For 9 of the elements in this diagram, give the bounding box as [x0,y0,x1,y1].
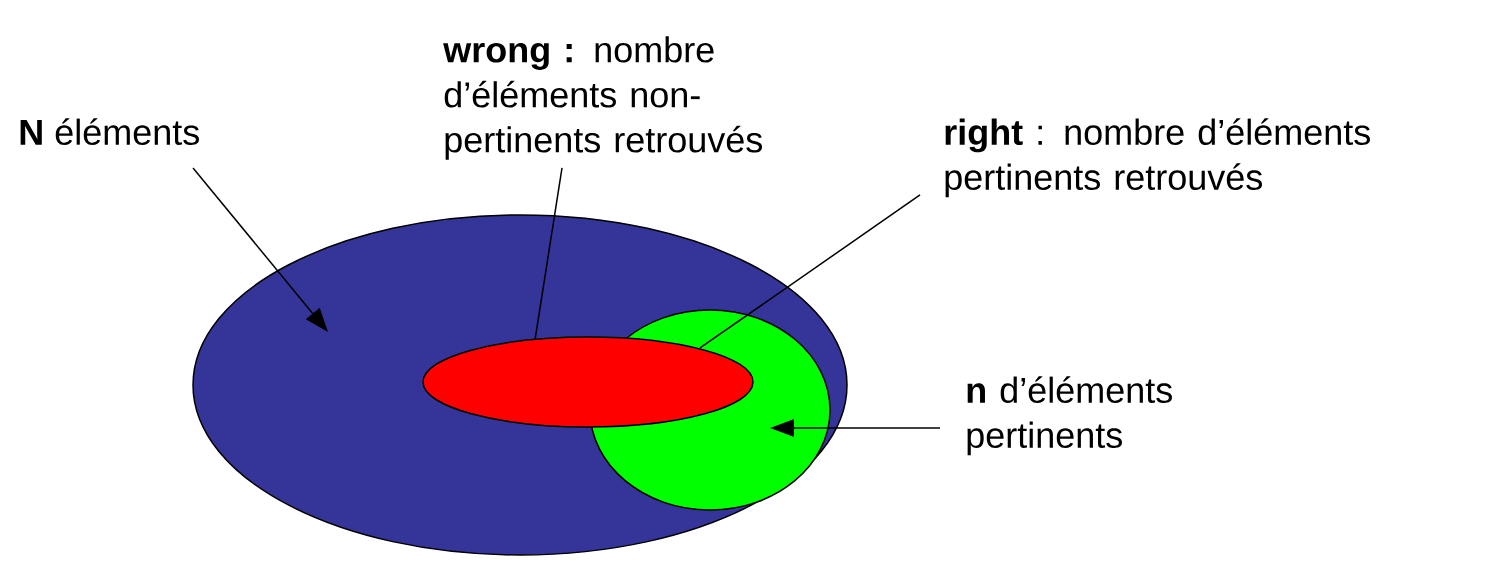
leader-arrow [192,167,328,332]
label-text: wrong : nombre d’éléments non-pertinents retrouvés [443,36,762,160]
label-text: n d’éléments pertinents [967,376,1172,456]
leader-line [699,194,921,349]
leader-arrow [770,419,941,437]
ellipse-shape [422,336,754,428]
label-text: right : nombre d’éléments pertinents retrouvés [945,118,1370,198]
leader-line [534,167,563,341]
label-text: N éléments [20,118,199,146]
